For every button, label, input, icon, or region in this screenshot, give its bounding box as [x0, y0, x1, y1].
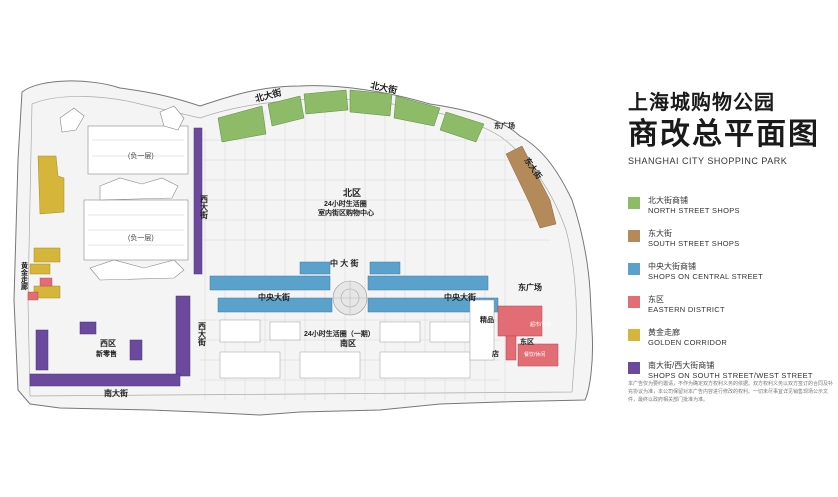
label-west-district: 西区 — [100, 339, 116, 348]
legend-label-cn: 北大街商铺 — [648, 196, 688, 205]
golden-corridor-red-shops — [27, 277, 53, 301]
label-east-square-top: 东广场 — [494, 121, 515, 130]
legend-label-cn: 黄金走廊 — [648, 328, 680, 337]
label-west-street-lower: 西大街 — [198, 322, 207, 347]
label-east-2: 店 — [492, 349, 499, 358]
legend-swatch — [628, 362, 640, 374]
legend-swatch — [628, 329, 640, 341]
legend-swatch — [628, 296, 640, 308]
north-street-shops — [217, 89, 485, 143]
disclaimer-text: 本广告仅为要约邀请，不作为确定双方权利义务的依据。双方权利义务以双方签订的合同及… — [628, 381, 834, 403]
label-east-district: 东区 — [520, 337, 534, 346]
project-name-en: SHANGHAI CITY SHOPPINC PARK — [628, 156, 788, 166]
project-name: 上海城购物公园 — [628, 92, 775, 114]
legend-label-cn: 中央大街商铺 — [648, 262, 696, 271]
legend-label-en: GOLDEN CORRIDOR — [648, 338, 728, 347]
label-north-district: 北区 — [343, 187, 361, 198]
label-north-sub-1: 24小时生活圈 — [324, 199, 367, 208]
legend-label-en: NORTH STREET SHOPS — [648, 206, 740, 215]
eastern-district-shops — [497, 305, 559, 367]
legend-label-en: EASTERN DISTRICT — [648, 305, 725, 314]
label-east-1: 精品 — [480, 315, 494, 324]
label-east-shop-2: 餐饮/休闲 — [524, 351, 545, 358]
label-west-street: 西大街 — [200, 195, 209, 220]
legend-item-central: 中央大街商铺 SHOPS ON CENTRAL STREET — [628, 261, 833, 288]
legend-label-en: SHOPS ON SOUTH STREET/WEST STREET — [648, 371, 813, 380]
legend-swatch — [628, 263, 640, 275]
legend-item-north: 北大街商铺 NORTH STREET SHOPS — [628, 195, 833, 222]
label-south-district: 南区 — [340, 338, 356, 348]
central-street-shops — [209, 261, 499, 313]
label-east-square: 东广场 — [518, 282, 542, 292]
label-central-top: 中 大 街 — [330, 258, 358, 268]
label-golden-corridor: 黄金走廊 — [20, 261, 29, 291]
legend-item-eastern: 东区 EASTERN DISTRICT — [628, 294, 833, 321]
east-street-shops — [505, 145, 557, 229]
legend-label-cn: 东大街 — [648, 229, 672, 238]
legend-swatch — [628, 197, 640, 209]
legend-swatch — [628, 230, 640, 242]
legend-label-en: SHOPS ON CENTRAL STREET — [648, 272, 763, 281]
south-west-street-shops — [29, 127, 203, 387]
site-plan-map: 北大街 北大街 东广场 东大街 北区 24小时生活圈 室内街区购物中心 (负一层… — [13, 79, 593, 416]
legend-item-south-west: 南大街/西大街商铺 SHOPS ON SOUTH STREET/WEST STR… — [628, 360, 833, 387]
label-basement: (负一层) — [128, 233, 154, 242]
label-south-street: 南大街 — [104, 388, 128, 398]
legend-label-en: SOUTH STREET SHOPS — [648, 239, 740, 248]
legend-label-cn: 东区 — [648, 295, 664, 304]
legend: 北大街商铺 NORTH STREET SHOPS 东大街 SOUTH STREE… — [628, 195, 833, 393]
golden-corridor-shops — [29, 155, 65, 299]
label-basement-upper: (负一层) — [128, 151, 154, 160]
legend-item-golden: 黄金走廊 GOLDEN CORRIDOR — [628, 327, 833, 354]
label-north-sub-2: 室内街区购物中心 — [318, 208, 374, 217]
page-title: 商改总平面图 — [628, 118, 820, 151]
label-central-street-left: 中央大街 — [258, 292, 290, 302]
legend-label-cn: 南大街/西大街商铺 — [648, 361, 715, 370]
legend-item-east-street: 东大街 SOUTH STREET SHOPS — [628, 228, 833, 255]
label-east-shop-1: 超市/百货 — [530, 321, 551, 328]
label-central-street-right: 中央大街 — [444, 292, 476, 302]
label-west-sub: 新零售 — [96, 349, 117, 358]
title-block: 上海城购物公园 商改总平面图 SHANGHAI CITY SHOPPINC PA… — [628, 86, 833, 166]
label-south-sub: 24小时生活圈（一期） — [304, 329, 375, 338]
